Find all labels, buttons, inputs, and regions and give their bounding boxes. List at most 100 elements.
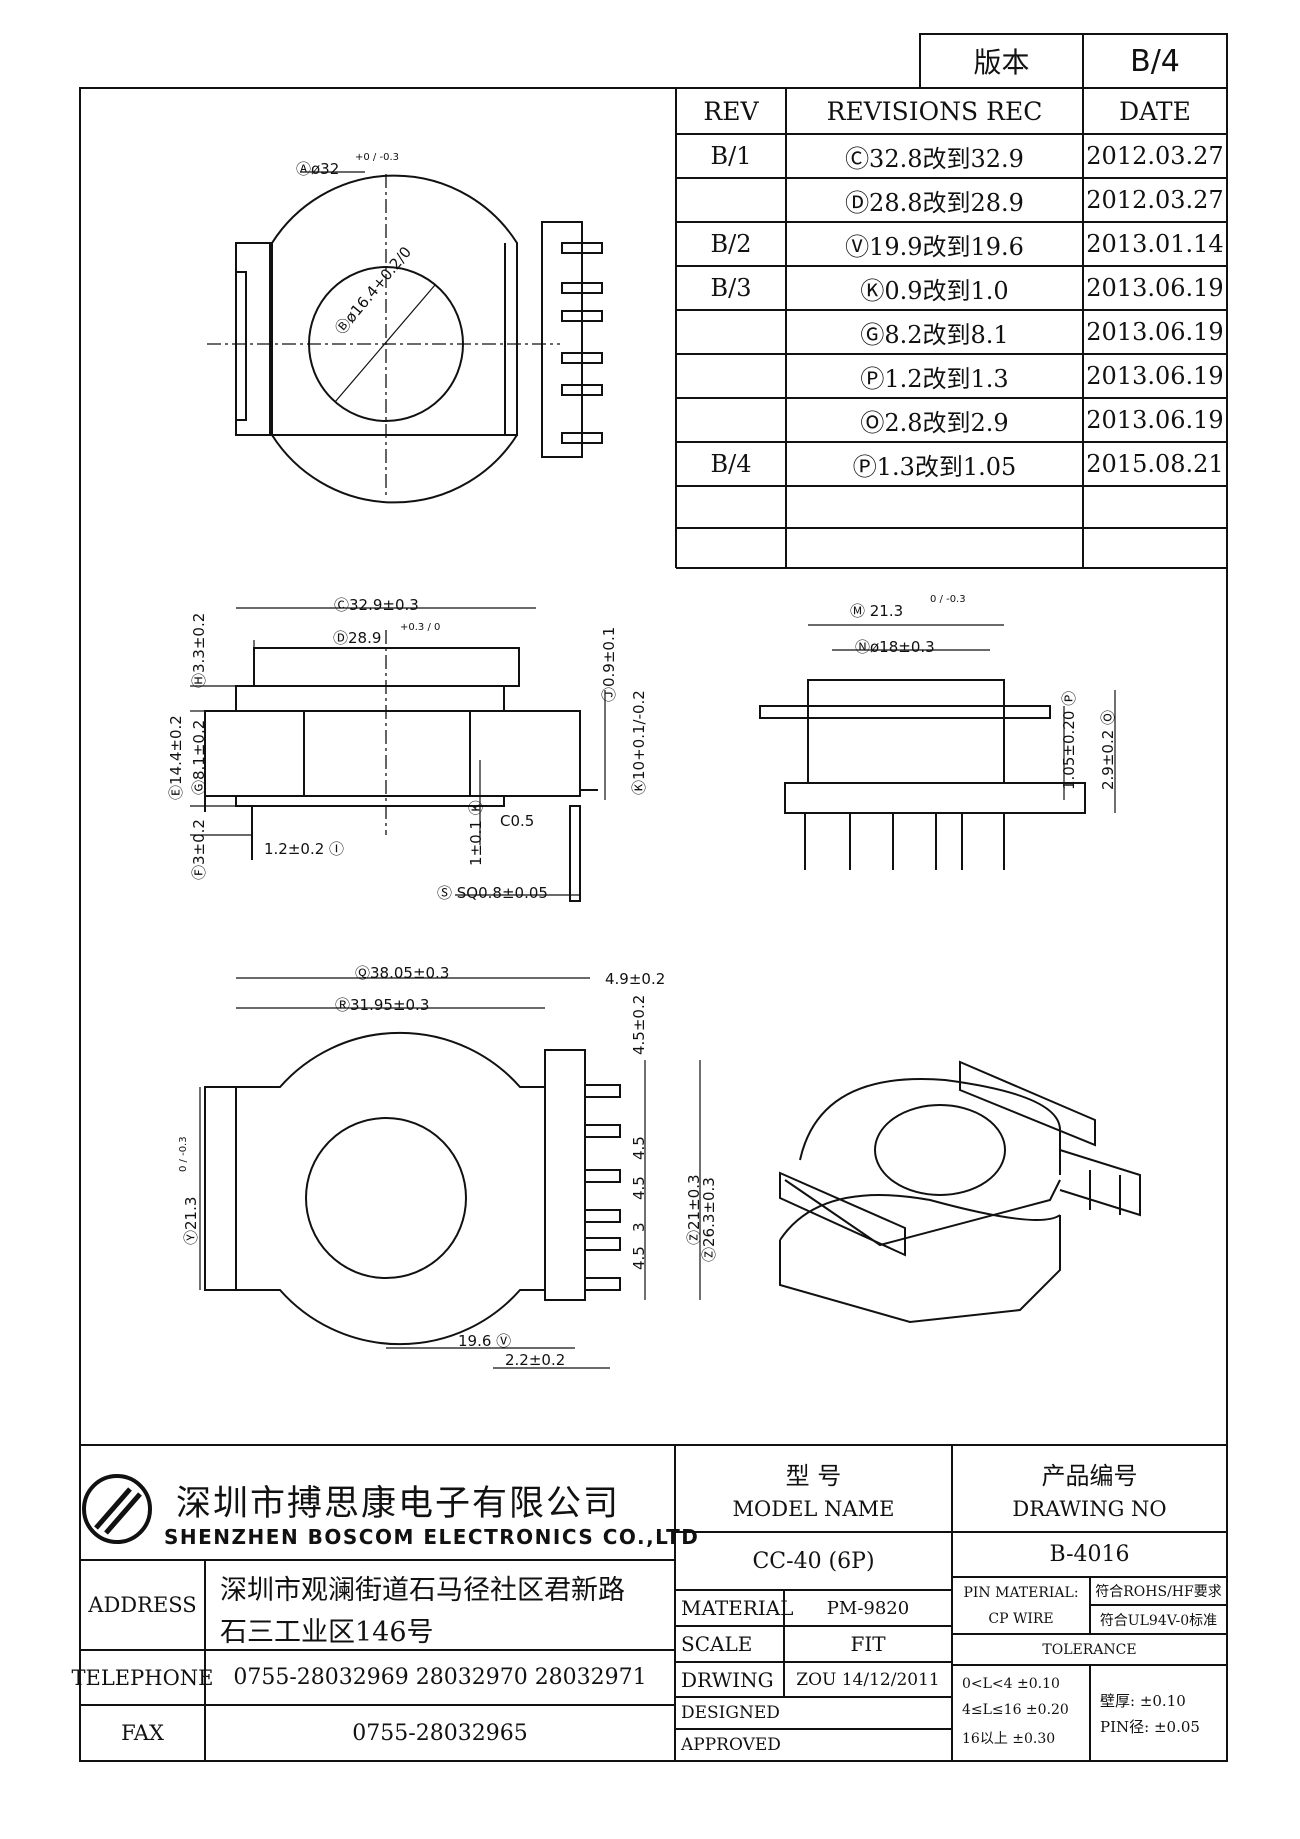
fax-label: FAX bbox=[121, 1721, 164, 1745]
rec-cell: Ⓒ32.8改到32.9 bbox=[845, 144, 1024, 173]
drwing-value: ZOU 14/12/2011 bbox=[796, 1669, 940, 1690]
address-line-1: 深圳市观澜街道石马径社区君新路 bbox=[220, 1575, 625, 1606]
rev-cell: B/1 bbox=[710, 142, 752, 170]
rev-cell: B/4 bbox=[710, 450, 752, 478]
ul-note: 符合UL94V-0标准 bbox=[1099, 1612, 1218, 1629]
model-value: CC-40 (6P) bbox=[752, 1548, 875, 1574]
rev-cell: B/3 bbox=[710, 274, 752, 302]
date-cell bbox=[1083, 486, 1227, 528]
dim-pitch-4: 4.5 bbox=[630, 1246, 648, 1270]
side-view bbox=[759, 624, 1116, 870]
top-view bbox=[207, 171, 603, 504]
rev-cell bbox=[676, 178, 786, 222]
designed-label: DESIGNED bbox=[681, 1703, 780, 1723]
dim-r: Ⓡ31.95±0.3 bbox=[335, 996, 430, 1014]
pin-material-value: CP WIRE bbox=[988, 1611, 1054, 1627]
dim-m: Ⓜ 21.3 bbox=[850, 602, 904, 620]
rec-cell: Ⓥ19.9改到19.6 bbox=[845, 232, 1024, 261]
bottom-view-bore bbox=[305, 1117, 467, 1279]
rec-cell: Ⓖ8.2改到8.1 bbox=[860, 320, 1009, 349]
dim-k: 1±0.1 Ⓚ bbox=[467, 800, 485, 866]
date-cell: 2012.03.27 bbox=[1086, 142, 1224, 170]
scale-label: SCALE bbox=[681, 1632, 753, 1656]
dim-b22: 2.2±0.2 bbox=[505, 1351, 566, 1369]
address-label: ADDRESS bbox=[88, 1593, 197, 1617]
dim-c05: C0.5 bbox=[500, 812, 535, 830]
tolerance-line-3: 16以上 ±0.30 bbox=[962, 1731, 1056, 1747]
side-view-pins bbox=[804, 813, 1005, 870]
address-line-2: 石三工业区146号 bbox=[220, 1617, 434, 1648]
dim-p: 1.05±0.20 Ⓟ bbox=[1060, 690, 1078, 790]
telephone-label: TELEPHONE bbox=[71, 1665, 214, 1690]
tolerance-label: TOLERANCE bbox=[1042, 1641, 1137, 1658]
dim-pitch-1: 4.5 bbox=[630, 1136, 648, 1160]
dim-q: Ⓠ38.05±0.3 bbox=[355, 964, 450, 982]
dim-pitch-2: 4.5 bbox=[630, 1176, 648, 1200]
rev-cell bbox=[676, 354, 786, 398]
dim-g: Ⓖ8.1±0.2 bbox=[190, 719, 208, 795]
tolerance-line-2: 4≤L≤16 ±0.20 bbox=[962, 1702, 1069, 1718]
dim-e: Ⓔ14.4±0.2 bbox=[167, 715, 185, 800]
date-cell: 2013.06.19 bbox=[1086, 318, 1224, 346]
dim-left-h: Ⓨ21.3 bbox=[182, 1196, 200, 1245]
date-cell: 2013.06.19 bbox=[1086, 274, 1224, 302]
dim-n: Ⓝø18±0.3 bbox=[855, 638, 935, 656]
wall-tolerance: 壁厚: ±0.10 bbox=[1100, 1692, 1186, 1710]
dim-top-pitch: 4.5±0.2 bbox=[630, 994, 648, 1055]
dim-d: Ⓓ28.9 bbox=[333, 629, 382, 647]
pin-diameter-tolerance: PIN径: ±0.05 bbox=[1100, 1718, 1200, 1736]
dim-i: 1.2±0.2 Ⓘ bbox=[264, 840, 345, 858]
date-cell: 2013.06.19 bbox=[1086, 406, 1224, 434]
dim-o: 2.9±0.2 Ⓞ bbox=[1099, 709, 1117, 790]
dim-h: Ⓗ3.3±0.2 bbox=[190, 612, 208, 688]
rev-cell bbox=[676, 310, 786, 354]
title-block-grid bbox=[80, 1444, 1227, 1761]
model-label-en: MODEL NAME bbox=[732, 1497, 895, 1521]
material-value: PM-9820 bbox=[826, 1597, 910, 1619]
drawing-label-en: DRAWING NO bbox=[1012, 1497, 1167, 1521]
date-cell: 2012.03.27 bbox=[1086, 186, 1224, 214]
rec-cell: Ⓟ1.2改到1.3 bbox=[860, 364, 1009, 393]
bottom-view-pins bbox=[584, 1084, 621, 1291]
dim-f: Ⓕ3±0.2 bbox=[190, 819, 208, 880]
dim-sq: Ⓢ SQ0.8±0.05 bbox=[437, 884, 548, 902]
rec-cell: Ⓚ0.9改到1.0 bbox=[860, 276, 1009, 305]
pin-material-label: PIN MATERIAL: bbox=[963, 1585, 1079, 1601]
version-value: B/4 bbox=[1130, 43, 1180, 79]
drwing-label: DRWING bbox=[681, 1667, 774, 1692]
revision-table-grid bbox=[675, 88, 1227, 569]
rev-cell bbox=[676, 486, 786, 528]
sheet-border bbox=[79, 87, 1228, 1762]
rec-cell: Ⓟ1.3改到1.05 bbox=[852, 452, 1017, 481]
dim-pitch-3: 3 bbox=[630, 1222, 648, 1232]
company-logo bbox=[82, 1474, 152, 1544]
date-cell: 2013.06.19 bbox=[1086, 362, 1224, 390]
company-name-zh: 深圳市搏思康电子有限公司 bbox=[176, 1484, 621, 1524]
rec-cell bbox=[786, 486, 1083, 528]
dim-d-tol: +0.3 / 0 bbox=[400, 622, 441, 633]
version-label: 版本 bbox=[973, 46, 1030, 79]
date-header: DATE bbox=[1119, 96, 1191, 126]
rev-cell: B/2 bbox=[710, 230, 752, 258]
rev-cell bbox=[676, 398, 786, 442]
front-view bbox=[190, 607, 606, 902]
date-cell: 2013.01.14 bbox=[1086, 230, 1224, 258]
model-label-zh: 型 号 bbox=[785, 1461, 842, 1490]
top-view-pins bbox=[561, 242, 603, 444]
dim-outer-26: Ⓩ26.3±0.3 bbox=[700, 1177, 718, 1262]
rev-cell bbox=[676, 528, 786, 568]
dim-a-tol: +0 / -0.3 bbox=[355, 152, 399, 163]
approved-label: APPROVED bbox=[681, 1735, 781, 1755]
dim-ten: Ⓚ10+0.1/-0.2 bbox=[630, 690, 648, 795]
material-label: MATERIAL bbox=[681, 1596, 794, 1620]
date-cell bbox=[1083, 528, 1227, 568]
drawing-value: B-4016 bbox=[1049, 1542, 1130, 1567]
dim-m-tol: 0 / -0.3 bbox=[930, 594, 966, 605]
dim-left-h-tol: 0 / -0.3 bbox=[178, 1136, 189, 1172]
dim-a: Ⓐø32 bbox=[296, 160, 340, 178]
company-name-en: SHENZHEN BOSCOM ELECTRONICS CO.,LTD bbox=[164, 1525, 700, 1549]
drawing-label-zh: 产品编号 bbox=[1041, 1461, 1138, 1490]
rev-header: REV bbox=[703, 96, 759, 126]
bottom-view-body bbox=[204, 1031, 546, 1346]
